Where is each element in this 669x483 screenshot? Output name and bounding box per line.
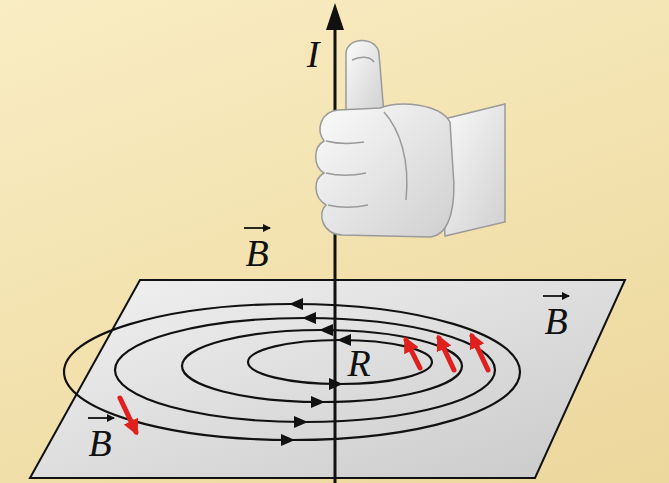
- current-label: I: [307, 35, 320, 73]
- gloved-hand: [316, 41, 505, 238]
- wire: [334, 26, 337, 483]
- wire-arrowhead: [326, 3, 344, 30]
- plane: [30, 280, 625, 478]
- field-vectors: [120, 336, 488, 432]
- field-lines: [64, 304, 520, 440]
- field-label: B: [88, 424, 111, 462]
- field-label: B: [544, 302, 567, 340]
- field-label: B: [245, 234, 268, 272]
- radius-label: R: [347, 344, 370, 382]
- vector-overbars: [88, 228, 569, 418]
